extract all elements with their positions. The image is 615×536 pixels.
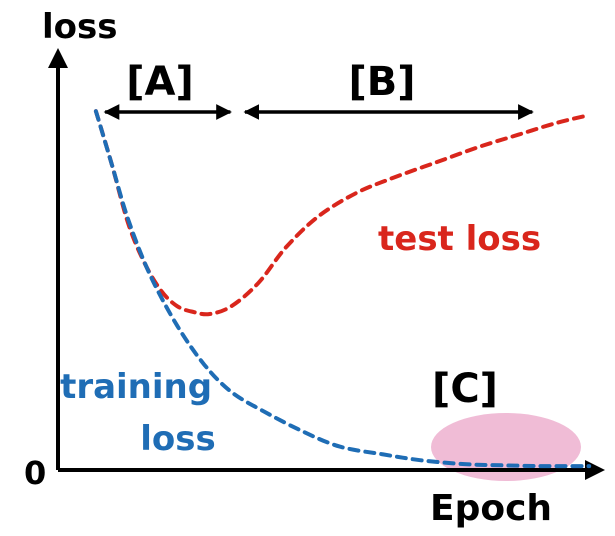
test-loss-line — [93, 109, 592, 317]
test-loss-label-line: test loss — [378, 219, 541, 259]
test-loss-label: test loss — [378, 219, 541, 259]
training-label-line-1: training — [60, 367, 212, 407]
training-loss-line — [93, 109, 592, 469]
x-axis-label: Epoch — [430, 488, 552, 529]
training-loss-label: training loss — [60, 367, 224, 459]
origin-label: 0 — [24, 454, 46, 492]
y-axis-label: loss — [42, 7, 118, 47]
training-label-line-2: loss — [140, 419, 216, 459]
range-c-label: [C] — [432, 366, 498, 412]
range-a-label: [A] — [126, 59, 194, 105]
range-b-label: [B] — [348, 59, 415, 105]
